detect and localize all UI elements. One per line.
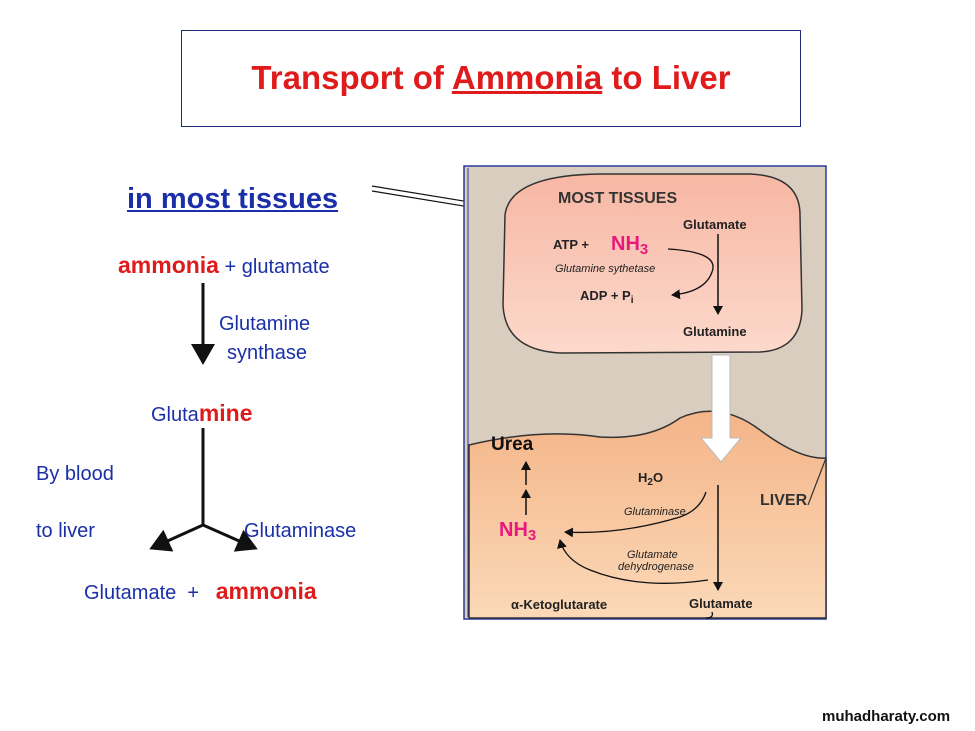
- fig-glutamate-top: Glutamate: [683, 217, 747, 232]
- final-products: Glutamate + ammonia: [84, 578, 317, 604]
- product-glutamine: Glutamine: [151, 400, 253, 426]
- figure-panel: MOST TISSUES Glutamate ATP + NH3 Glutami…: [463, 165, 827, 620]
- fig-atp: ATP +: [553, 237, 589, 252]
- title-box: Transport of Ammonia to Liver: [181, 30, 801, 127]
- fig-gdh-line2: dehydrogenase: [618, 561, 694, 573]
- transport-label-line1: By blood: [36, 463, 114, 485]
- split-arrow-right: [202, 523, 258, 552]
- fig-glutamine: Glutamine: [683, 324, 747, 339]
- transport-block-arrow: [699, 354, 743, 463]
- fig-ketoglutarate: α-Ketoglutarate: [511, 597, 607, 612]
- transport-label-line2: to liver: [36, 520, 95, 542]
- fig-gdh-line1: Glutamate: [627, 549, 678, 561]
- reactants-line: ammonia + glutamate: [118, 252, 330, 279]
- reactant-ammonia: ammonia: [118, 252, 219, 278]
- reactant-glutamate: + glutamate: [218, 256, 330, 278]
- fig-liver: LIVER: [760, 492, 808, 509]
- title-emphasis: Ammonia: [451, 59, 603, 96]
- fig-glutamate-bottom: Glutamate: [689, 596, 753, 611]
- enzyme-label-line2: synthase: [227, 342, 308, 364]
- fig-urea: Urea: [491, 434, 534, 455]
- tissue-cell-shape: [502, 173, 803, 354]
- fig-most-tissues: MOST TISSUES: [558, 190, 677, 207]
- enzyme-label-line1: Glutamine: [219, 313, 311, 335]
- fig-nh3-tissue: NH3: [611, 233, 648, 258]
- fig-h2o: H2O: [638, 470, 663, 488]
- fig-nh3-liver: NH3: [499, 519, 536, 544]
- watermark: muhadharaty.com: [822, 708, 951, 725]
- fig-glutaminase: Glutaminase: [624, 506, 686, 518]
- split-arrow-left: [149, 523, 204, 552]
- fig-adp: ADP + Pi: [580, 288, 634, 306]
- enzyme2-label: Glutaminase: [244, 520, 357, 542]
- liver-shape: [468, 410, 827, 619]
- section-heading: in most tissues: [127, 183, 339, 215]
- slide-title: Transport of Ammonia to Liver: [251, 59, 731, 96]
- fig-glutamine-synthetase: Glutamine sythetase: [555, 263, 655, 275]
